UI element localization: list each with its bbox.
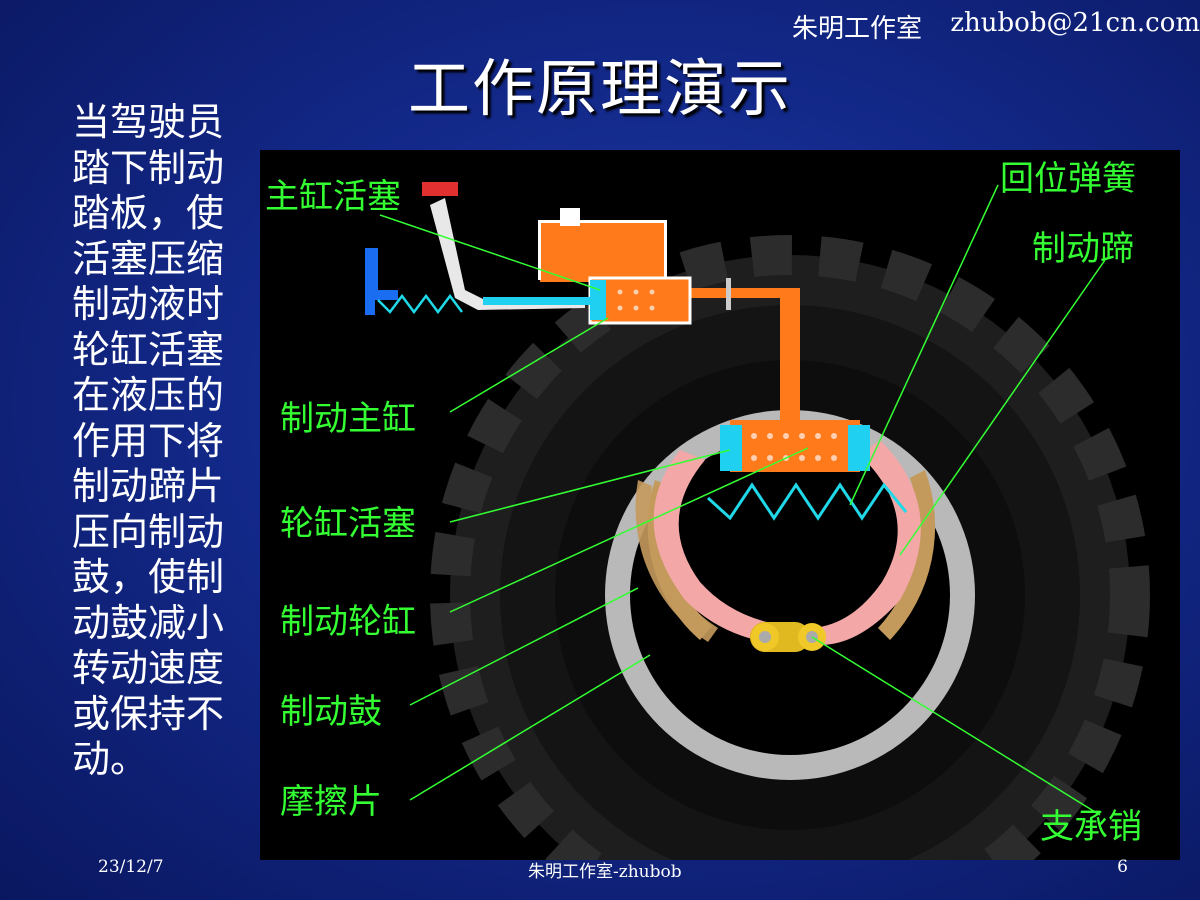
support-pin: [750, 622, 826, 652]
line-clamp: [726, 278, 731, 310]
master-cylinder: [538, 208, 692, 325]
hydraulic-line: [685, 288, 800, 420]
label-wheel-piston: 轮缸活塞: [280, 504, 416, 544]
friction-pad-right: [878, 470, 936, 640]
slide-title: 工作原理演示: [407, 52, 792, 125]
wheel-cylinder: [720, 420, 870, 472]
brake-shoes: [653, 440, 921, 645]
footer-date: 23/12/7: [98, 857, 164, 877]
label-friction-pad: 摩擦片: [280, 782, 382, 822]
return-spring: [706, 482, 908, 521]
label-brake-shoe: 制动蹄: [1032, 229, 1134, 269]
friction-pad-left-lower: [635, 480, 718, 642]
leader-lines: [379, 184, 1106, 816]
label-return-spring: 回位弹簧: [1000, 159, 1136, 199]
footer-center-text: 朱明工作室-zhubob: [528, 862, 682, 882]
brake-diagram-svg: 主缸活塞 回位弹簧 制动蹄 制动主缸 轮缸活塞 制动轮缸 制动鼓 摩擦片 支承销: [265, 159, 1150, 860]
header-author: 朱明工作室: [791, 14, 922, 44]
page-number: 6: [1117, 857, 1128, 877]
brake-diagram: 主缸活塞 回位弹簧 制动蹄 制动主缸 轮缸活塞 制动轮缸 制动鼓 摩擦片 支承销: [260, 150, 1180, 860]
label-master-piston: 主缸活塞: [265, 177, 401, 217]
label-support-pin: 支承销: [1040, 807, 1142, 847]
brake-drum: [605, 410, 975, 780]
label-master-cylinder: 制动主缸: [280, 399, 416, 439]
label-wheel-cylinder: 制动轮缸: [280, 602, 416, 642]
label-brake-drum: 制动鼓: [280, 692, 382, 732]
brake-pedal: [365, 182, 593, 315]
description-text: 当驾驶员踏下制动踏板，使活塞压缩制动液时轮缸活塞在液压的作用下将制动蹄片压向制动…: [72, 100, 225, 781]
header-email: zhubob@21cn.com: [950, 8, 1200, 38]
